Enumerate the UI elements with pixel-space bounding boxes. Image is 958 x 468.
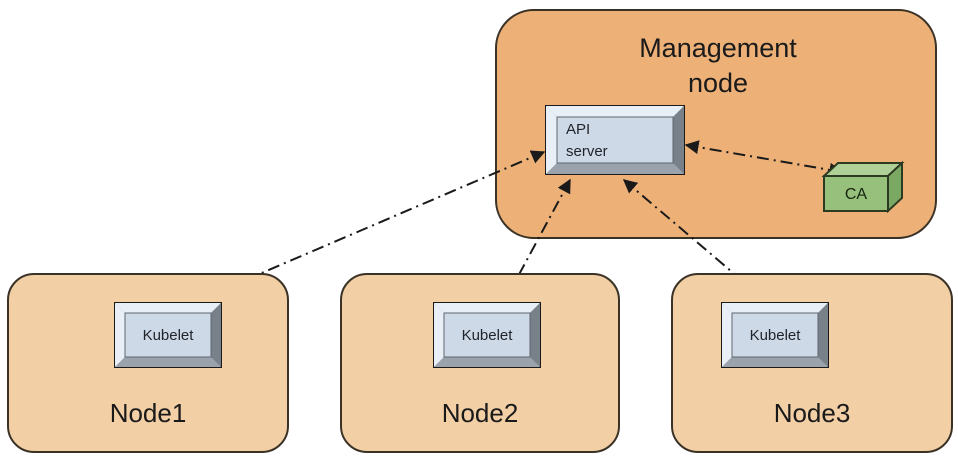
node2-kubelet-inner-face <box>443 312 531 358</box>
connector-api-ca-line <box>684 140 844 177</box>
node2-kubelet-label: Kubelet <box>462 327 514 344</box>
node2-kubelet-bevel-top <box>434 303 540 313</box>
api-server-label-line2: server <box>566 143 608 160</box>
node1-kubelet-bevel-top <box>115 303 221 313</box>
node-container-2[interactable]: Kubelet Node2 <box>340 273 620 453</box>
api-server-bevel-top <box>546 106 684 117</box>
node1-kubelet-label: Kubelet <box>143 327 195 344</box>
node2-label: Node2 <box>442 398 519 428</box>
api-server-box[interactable]: API server <box>545 105 685 175</box>
node2-kubelet-bevel-left <box>434 303 444 367</box>
node3-kubelet-inner-face <box>731 312 819 358</box>
node2-kubelet-box[interactable]: Kubelet <box>433 302 541 368</box>
ca-box-front-face <box>823 175 889 212</box>
node1-kubelet-inner-face <box>124 312 212 358</box>
node-container-3[interactable]: Kubelet Node3 <box>671 273 953 453</box>
node3-kubelet-bevel-left <box>722 303 732 367</box>
api-server-bevel-bottom <box>546 163 684 174</box>
node1-kubelet-box[interactable]: Kubelet <box>114 302 222 368</box>
node3-kubelet-bevel-bottom <box>722 357 828 367</box>
management-node-title-line2: node <box>688 68 748 98</box>
node1-kubelet-bevel-bottom <box>115 357 221 367</box>
node3-kubelet-label: Kubelet <box>750 327 802 344</box>
node1-label: Node1 <box>110 398 187 428</box>
node3-kubelet-box[interactable]: Kubelet <box>721 302 829 368</box>
connector-api-to-ca <box>684 140 844 177</box>
api-server-inner-face <box>556 116 674 164</box>
node3-label: Node3 <box>774 398 851 428</box>
management-node-title-line1: Management <box>639 33 797 63</box>
node2-kubelet-bevel-right <box>530 303 540 367</box>
node-container-1[interactable]: Kubelet Node1 <box>7 273 289 453</box>
node1-kubelet-bevel-right <box>211 303 221 367</box>
node3-kubelet-bevel-top <box>722 303 828 313</box>
api-server-bevel-left <box>546 106 557 174</box>
node3-kubelet-bevel-right <box>818 303 828 367</box>
node1-kubelet-bevel-left <box>115 303 125 367</box>
node2-kubelet-bevel-bottom <box>434 357 540 367</box>
api-server-bevel-right <box>673 106 684 174</box>
ca-box[interactable]: CA <box>821 160 905 214</box>
api-server-label-line1: API <box>566 121 590 138</box>
ca-label: CA <box>845 186 868 203</box>
